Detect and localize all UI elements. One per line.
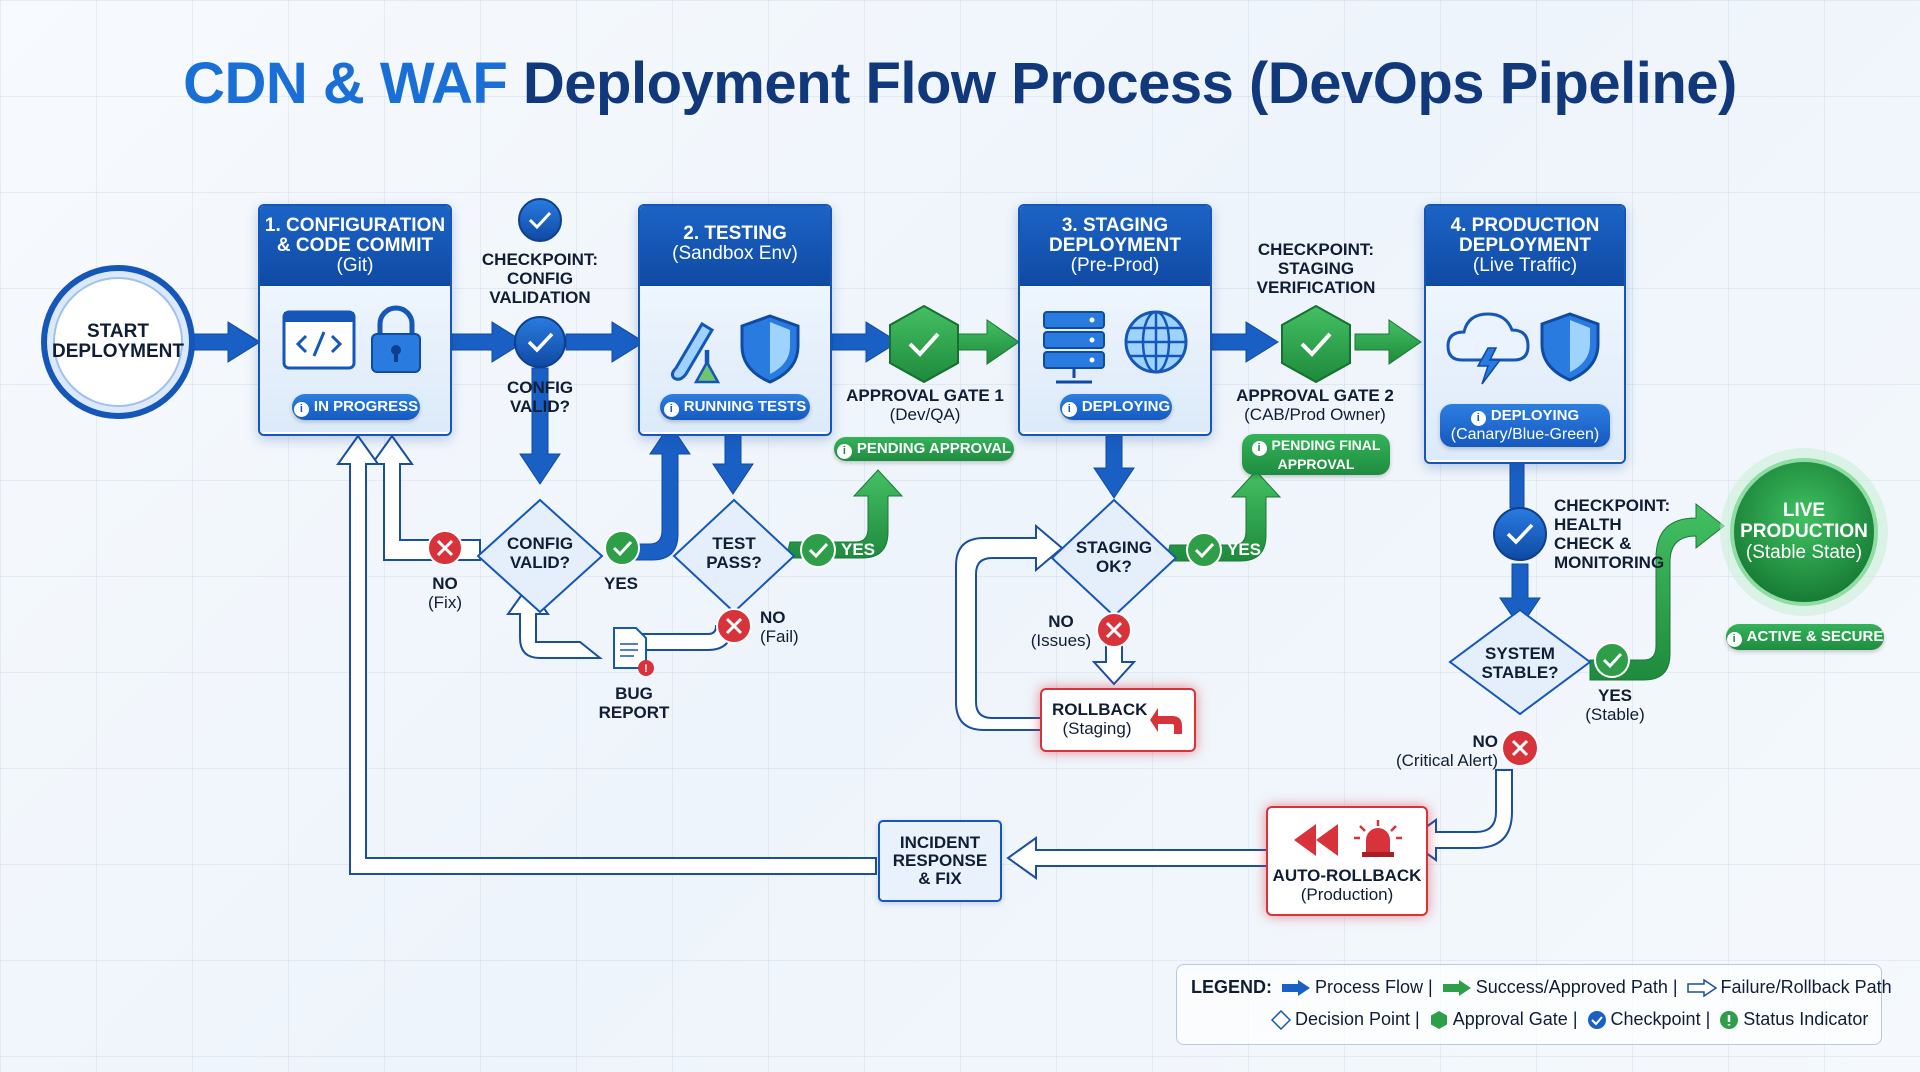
approval-gates (889, 304, 1351, 384)
legend-status: Status Indicator (1743, 1009, 1869, 1029)
decision-diamonds (476, 498, 1592, 716)
rollback-staging-box[interactable]: ROLLBACK(Staging) (1040, 688, 1196, 752)
stage-header: 3. STAGING DEPLOYMENT (Pre-Prod) (1020, 206, 1210, 286)
diamond-system-stable (1448, 608, 1592, 716)
auto-rollback-box[interactable]: AUTO-ROLLBACK(Production) (1266, 806, 1428, 916)
stage-header: 1. CONFIGURATION & CODE COMMIT (Git) (260, 206, 450, 286)
approval-gate-2-label: APPROVAL GATE 2(CAB/Prod Owner) (1236, 386, 1394, 424)
live-production-label: LIVE PRODUCTION (Stable State) (1740, 500, 1868, 563)
approval-gate-legend-icon (1430, 1011, 1447, 1030)
stage-header: 2. TESTING (Sandbox Env) (640, 206, 830, 286)
live-production-node (1720, 448, 1888, 616)
start-node (41, 265, 195, 419)
success-arrows (785, 319, 1725, 681)
success-path-legend-icon (1442, 980, 1471, 997)
legend-failure: Failure/Rollback Path (1720, 977, 1892, 997)
code-lock-icon (282, 305, 421, 373)
title-main: Deployment Flow Process (DevOps Pipeline… (522, 51, 1737, 116)
legend-checkpoint: Checkpoint | (1610, 1009, 1711, 1029)
rewind-alarm-icon (1294, 820, 1402, 857)
stage-production[interactable]: 4. PRODUCTION DEPLOYMENT (Live Traffic) … (1424, 204, 1626, 464)
status-indicator-legend-icon (1720, 1011, 1739, 1030)
cloud-shield-icon (1446, 312, 1600, 385)
approval-gate-1-label: APPROVAL GATE 1(Dev/QA) (846, 386, 1004, 424)
failure-path-legend-icon (1686, 979, 1717, 998)
server-globe-icon (1043, 310, 1188, 384)
checkpoint-circles (514, 198, 1547, 561)
config-no-label: NO(Fix) (428, 574, 462, 612)
test-no-label: NO(Fail) (760, 608, 799, 646)
checkpoint-legend-icon (1587, 1011, 1606, 1030)
system-yes-label: YES(Stable) (1585, 686, 1645, 724)
legend-success: Success/Approved Path | (1475, 977, 1678, 997)
diamond-config-valid (476, 498, 604, 614)
flask-shield-icon (670, 314, 800, 384)
process-flow-legend-icon (1282, 980, 1311, 997)
svg-text:!: ! (644, 663, 648, 675)
bug-report-icon: ! (613, 627, 654, 676)
legend-decision: Decision Point | (1295, 1009, 1420, 1029)
legend-title: LEGEND: (1191, 977, 1272, 997)
legend-gate: Approval Gate | (1452, 1009, 1578, 1029)
process-arrows (189, 321, 1541, 629)
legend: LEGEND: Process Flow | Success/Approved … (1176, 964, 1892, 1045)
staging-no-label: NO(Issues) (1030, 612, 1092, 650)
decision-point-legend-icon (1271, 1010, 1291, 1031)
undo-icon (1150, 708, 1182, 734)
title-highlight: CDN & WAF (183, 51, 508, 116)
config-yes-label: YES (603, 574, 639, 593)
test-yes-label: YES (840, 540, 876, 559)
staging-yes-label: YES (1226, 540, 1262, 559)
legend-process: Process Flow | (1315, 977, 1433, 997)
stage-header: 4. PRODUCTION DEPLOYMENT (Live Traffic) (1426, 206, 1624, 286)
branch-badges (427, 530, 1630, 767)
system-no-label: NO(Critical Alert) (1395, 732, 1498, 770)
page-title: CDN & WAF Deployment Flow Process (DevOp… (0, 50, 1920, 117)
